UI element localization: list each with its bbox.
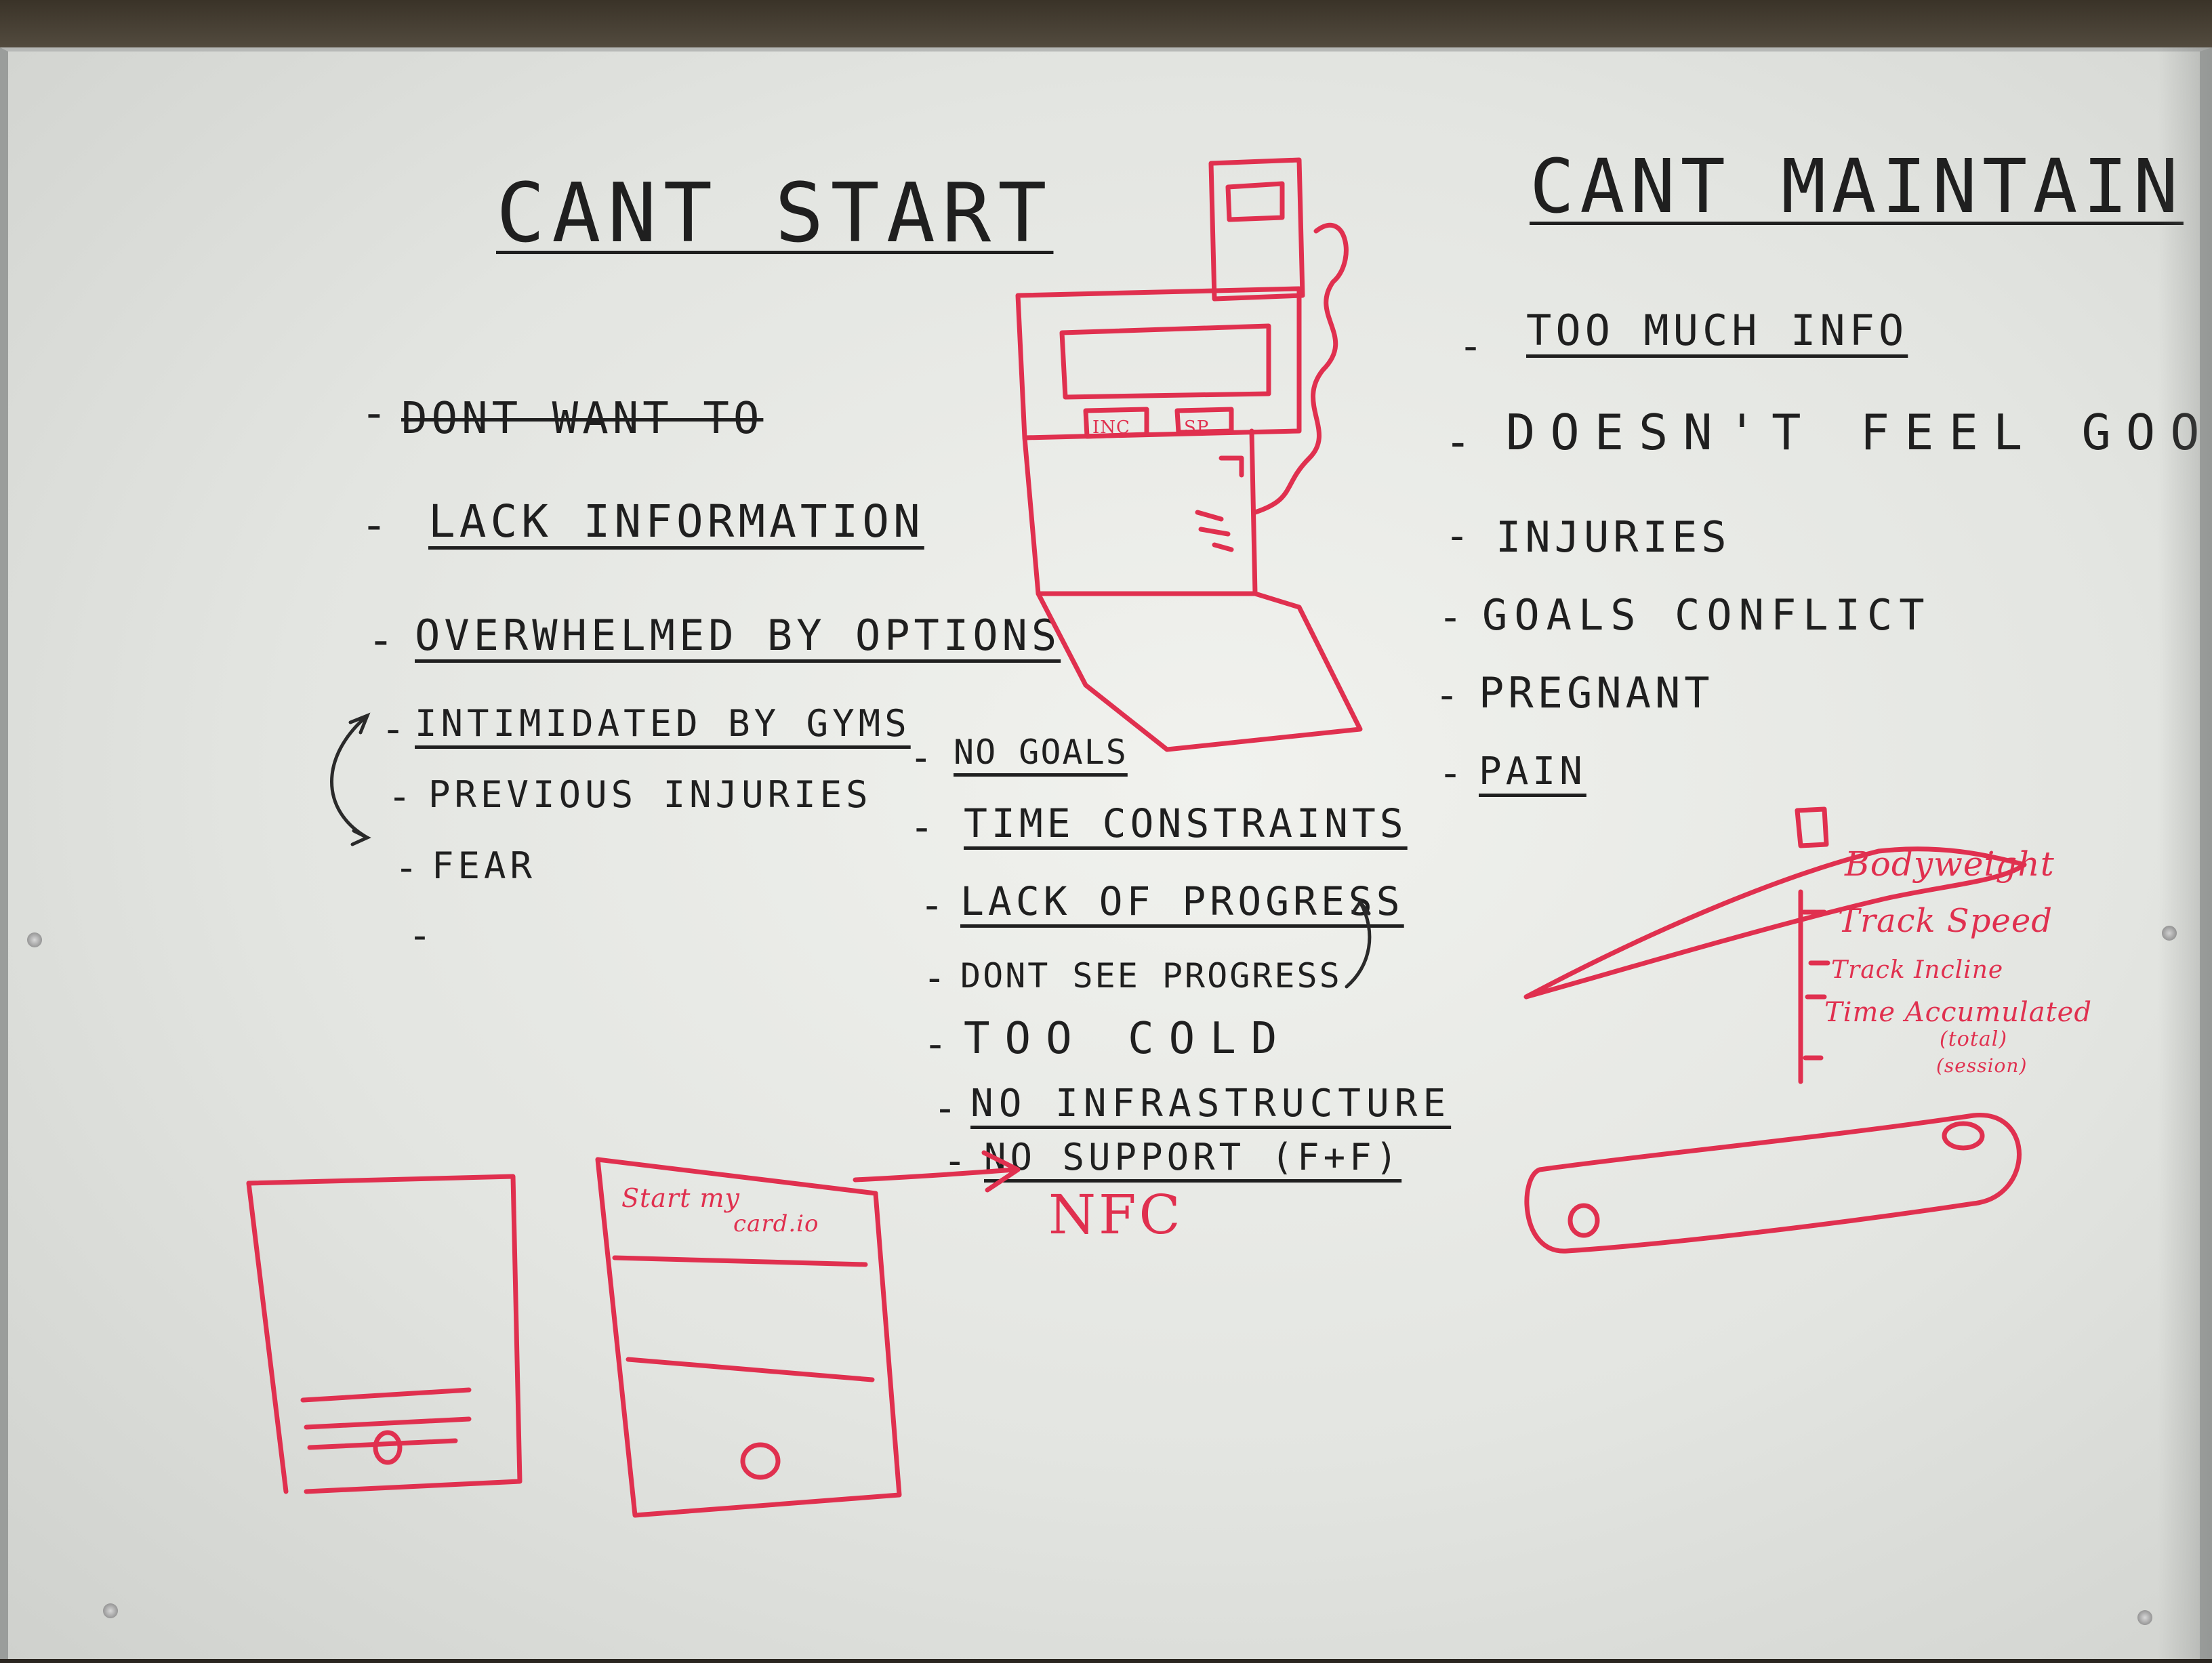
list-item: INJURIES [1496, 512, 1731, 562]
list-item: PREGNANT [1479, 668, 1714, 718]
list-item: OVERWHELMED BY OPTIONS [415, 611, 1061, 660]
list-item: GOALS CONFLICT [1482, 590, 1931, 640]
dash: - [923, 1021, 952, 1068]
dash: - [388, 773, 415, 819]
treadmill-label: (total) [1940, 1027, 2008, 1051]
board-screw [2137, 1610, 2152, 1625]
list-item: LACK OF PROGRESS [960, 878, 1404, 924]
card-label-line1: Start my [621, 1183, 740, 1213]
treadmill-label: (session) [1936, 1054, 2028, 1077]
heading-cant-start: CANT START [496, 167, 1054, 261]
list-item: INTIMIDATED BY GYMS [415, 702, 911, 745]
list-item: DONT WANT TO [401, 394, 764, 444]
whiteboard: CANT START - DONT WANT TO - LACK INFORMA… [0, 47, 2212, 1659]
heading-cant-maintain: CANT MAINTAIN [1530, 143, 2184, 230]
treadmill-label: Time Accumulated [1824, 997, 2092, 1028]
phone-sketch-right [595, 1150, 1021, 1518]
dash: - [1458, 323, 1488, 370]
list-item: PREVIOUS INJURIES [428, 773, 872, 816]
dash: - [1445, 512, 1474, 560]
machine-drawing [1015, 157, 1363, 752]
list-item: FEAR [432, 844, 537, 887]
dash: - [1445, 417, 1475, 468]
dash: - [923, 956, 950, 1000]
dash: - [920, 882, 949, 929]
list-item: NO GOALS [954, 733, 1128, 772]
board-screw [27, 932, 42, 947]
marker-sketches [246, 157, 2027, 1518]
board-screw [103, 1603, 118, 1618]
list-item: TOO MUCH INFO [1526, 306, 1908, 355]
dash: - [1438, 750, 1467, 797]
dash: - [367, 614, 398, 666]
treadmill-label: Track Speed [1838, 902, 2053, 940]
dash: - [381, 705, 410, 753]
board-screw [2162, 926, 2177, 941]
dash: - [909, 804, 939, 851]
treadmill-drawing [1523, 806, 2027, 1254]
treadmill-label: Track Incline [1831, 956, 2004, 984]
card-label-line2: card.io [733, 1210, 819, 1237]
list-item: NO INFRASTRUCTURE [970, 1082, 1452, 1126]
dash: - [408, 912, 436, 958]
dash: - [361, 499, 392, 551]
nfc-label: NFC [1048, 1183, 1183, 1246]
dash: - [394, 844, 422, 890]
dash: - [933, 1085, 961, 1131]
list-item: PAIN [1479, 750, 1586, 794]
dash: - [909, 736, 937, 780]
dash: - [1435, 672, 1464, 719]
board-frame-edge [2158, 47, 2212, 1659]
dash: - [361, 387, 392, 439]
list-item: DONT SEE PROGRESS [960, 956, 1342, 995]
dash: - [1438, 594, 1467, 641]
phone-sketch-left [246, 1174, 523, 1494]
list-item: DOESN'T FEEL GOOD [1506, 404, 2212, 461]
list-item: NO SUPPORT (F+F) [984, 1136, 1402, 1178]
list-item: TIME CONSTRAINTS [964, 800, 1408, 846]
list-item: LACK INFORMATION [428, 495, 924, 548]
loop-arrow-left [330, 712, 371, 846]
list-item: TOO COLD [964, 1014, 1292, 1064]
loop-arrow-right [1345, 899, 1372, 989]
